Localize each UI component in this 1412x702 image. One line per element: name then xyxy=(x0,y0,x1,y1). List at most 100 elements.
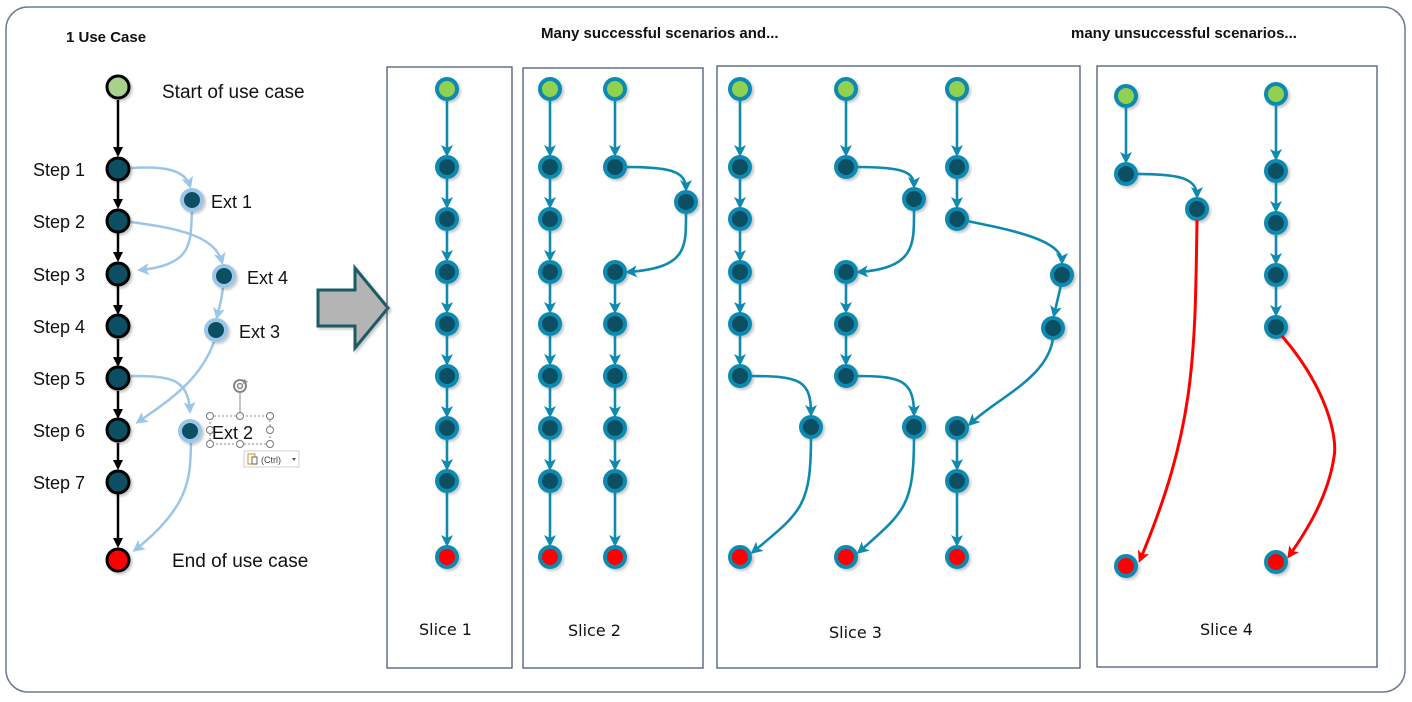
resize-handle[interactable] xyxy=(206,412,214,420)
scenario-step-node xyxy=(1114,162,1138,186)
rotate-handle-icon[interactable] xyxy=(233,379,248,393)
scenario-step-node xyxy=(1264,315,1288,339)
scenario-edge xyxy=(966,219,1068,265)
extension-nodes: Ext 1 Ext 4 Ext 3 Ext 2 xyxy=(178,188,288,443)
dropdown-caret-icon xyxy=(292,458,296,461)
step-label: Step 1 xyxy=(33,160,85,180)
slice-label-4: Slice 4 xyxy=(1200,620,1253,639)
scenario-step-node xyxy=(799,415,823,439)
failure-edge xyxy=(1280,335,1337,559)
scenario-step-node xyxy=(728,207,752,231)
resize-handle[interactable] xyxy=(236,412,244,420)
scenario-step-node xyxy=(834,312,858,336)
scenario-step-node xyxy=(728,155,752,179)
scenario-step-node xyxy=(538,155,562,179)
scenario-step-node xyxy=(603,312,627,336)
scenario-start-node xyxy=(1114,84,1138,108)
scenario-step-node xyxy=(603,416,627,440)
step-nodes xyxy=(105,156,131,495)
resize-handle[interactable] xyxy=(266,440,274,448)
scenario-end-node xyxy=(435,545,459,569)
ext-node-4 xyxy=(212,264,236,288)
ext-flow-step5-ext2 xyxy=(130,374,196,414)
ext-flow-ext2-end xyxy=(132,442,193,552)
scenario-step-node xyxy=(902,415,926,439)
ext-label-2[interactable]: Ext 2 xyxy=(212,423,253,443)
scenario-step-node xyxy=(945,416,969,440)
scenario-start-node xyxy=(538,77,562,101)
resize-handle[interactable] xyxy=(266,426,274,434)
scenario-step-node xyxy=(1041,316,1065,340)
scenario-step-node xyxy=(538,260,562,284)
scenario-step-node xyxy=(538,207,562,231)
scenario-end-node xyxy=(603,545,627,569)
slice-label-1: Slice 1 xyxy=(419,620,472,639)
resize-handle[interactable] xyxy=(206,426,214,434)
step-node xyxy=(105,469,131,495)
scenario-end-node xyxy=(538,545,562,569)
use-case-diagram: Start of use case Step 1 Step 2 Step 3 S… xyxy=(33,74,308,573)
scenario-step-node xyxy=(435,312,459,336)
scenario-start-node xyxy=(435,77,459,101)
scenario-start-node xyxy=(1264,82,1288,106)
resize-handle[interactable] xyxy=(236,440,244,448)
step-node xyxy=(105,156,131,182)
scenario-step-node xyxy=(834,364,858,388)
scenario-step-node xyxy=(728,312,752,336)
scenario-step-node xyxy=(728,364,752,388)
scenario-step-node xyxy=(834,260,858,284)
ext-node-1 xyxy=(180,188,204,212)
scenario-edge xyxy=(1050,284,1063,318)
slice-boxes xyxy=(386,65,1378,669)
scenario-edge xyxy=(750,436,813,554)
step-label: Step 6 xyxy=(33,421,85,441)
scenario-start-node xyxy=(728,77,752,101)
scenario-edge xyxy=(967,337,1055,427)
scenario-step-node xyxy=(603,364,627,388)
step-node xyxy=(105,417,131,443)
scenario-step-node xyxy=(603,260,627,284)
slice-box-1 xyxy=(386,66,513,669)
ext-label-4: Ext 4 xyxy=(247,268,288,288)
scenario-end-node xyxy=(1264,550,1288,574)
scenario-step-node xyxy=(1264,159,1288,183)
scenario-edge xyxy=(856,208,916,278)
scenario-step-node xyxy=(945,469,969,493)
start-node xyxy=(105,74,131,100)
scenario-edge xyxy=(1135,172,1203,199)
slice-box-3 xyxy=(716,65,1081,669)
paste-options-label: (Ctrl) xyxy=(261,455,281,465)
text-selection-box[interactable] xyxy=(206,379,274,448)
scenario-step-node xyxy=(945,155,969,179)
resize-handle[interactable] xyxy=(206,440,214,448)
scenario-step-node xyxy=(728,260,752,284)
scenario-step-node xyxy=(1264,263,1288,287)
scenario-step-node xyxy=(538,312,562,336)
scenario-step-node xyxy=(603,469,627,493)
scenario-step-node xyxy=(674,190,698,214)
scenario-edge xyxy=(625,211,688,278)
end-node xyxy=(105,547,131,573)
step-node xyxy=(105,208,131,234)
scenario-edge xyxy=(624,165,692,192)
step-node xyxy=(105,261,131,287)
scenario-start-node xyxy=(603,77,627,101)
ext-flow-ext4-ext3 xyxy=(213,285,225,320)
scenario-end-node xyxy=(1114,554,1138,578)
slice-label-2: Slice 2 xyxy=(568,621,621,640)
step-node xyxy=(105,365,131,391)
step-label: Step 5 xyxy=(33,369,85,389)
scenario-step-node xyxy=(1185,197,1209,221)
ext-label-1: Ext 1 xyxy=(211,192,252,212)
resize-handle[interactable] xyxy=(266,412,274,420)
scenario-start-node xyxy=(945,77,969,101)
start-label: Start of use case xyxy=(162,82,305,103)
title-unsuccessful: many unsuccessful scenarios... xyxy=(1071,25,1297,42)
step-label: Step 4 xyxy=(33,317,85,337)
clipboard-icon xyxy=(247,453,258,465)
step-label: Step 7 xyxy=(33,473,85,493)
paste-options-button[interactable]: (Ctrl) xyxy=(243,450,300,468)
scenario-step-node xyxy=(435,469,459,493)
scenario-step-node xyxy=(538,364,562,388)
scenario-start-node xyxy=(834,77,858,101)
